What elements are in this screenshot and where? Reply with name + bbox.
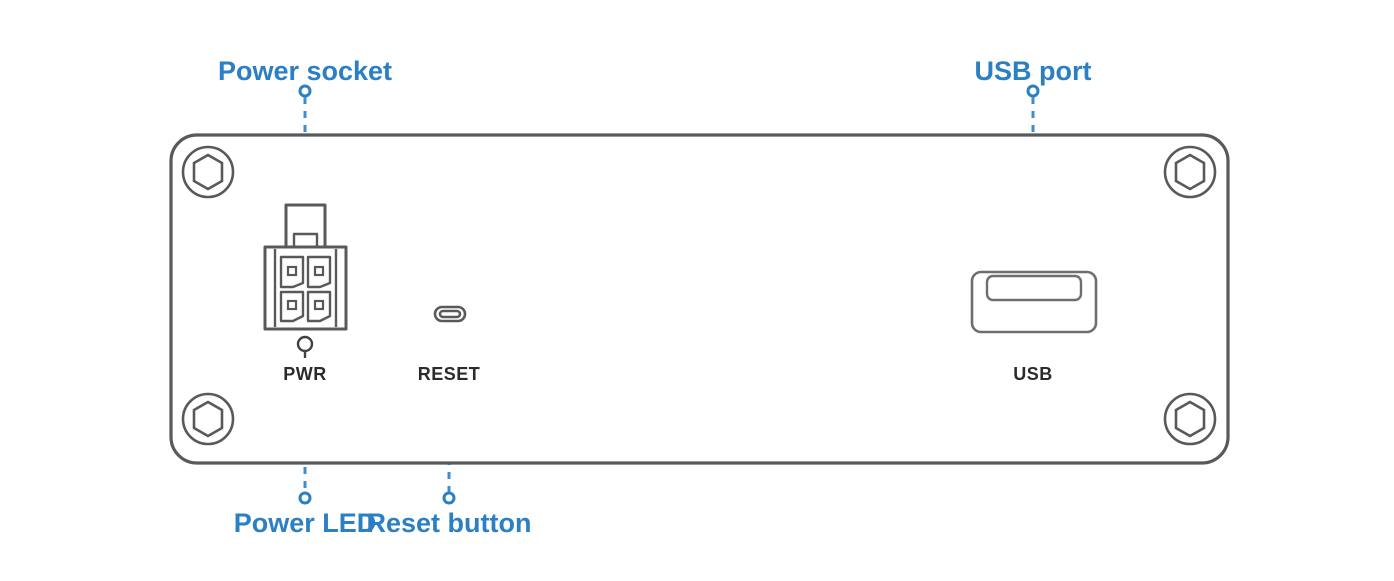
screw-bottom-left <box>181 392 235 446</box>
power-led-indicator <box>296 335 314 358</box>
leader-line-power-led <box>298 355 312 505</box>
panel-body <box>169 133 1230 465</box>
power-socket-connector <box>263 203 348 331</box>
screw-bottom-right <box>1163 392 1217 446</box>
callout-label-power-socket: Power socket <box>218 56 392 86</box>
usb-port-connector <box>970 270 1098 334</box>
screw-top-right <box>1163 145 1217 199</box>
pwr-label: PWR <box>283 364 327 384</box>
usb-label: USB <box>1013 364 1053 384</box>
reset-label: RESET <box>418 364 481 384</box>
callout-label-usb-port: USB port <box>975 56 1092 86</box>
screw-top-left <box>181 145 235 199</box>
callout-label-power-led: Power LED <box>234 508 377 538</box>
callout-label-reset-button: Reset button <box>367 508 532 538</box>
reset-button-port <box>433 305 467 323</box>
